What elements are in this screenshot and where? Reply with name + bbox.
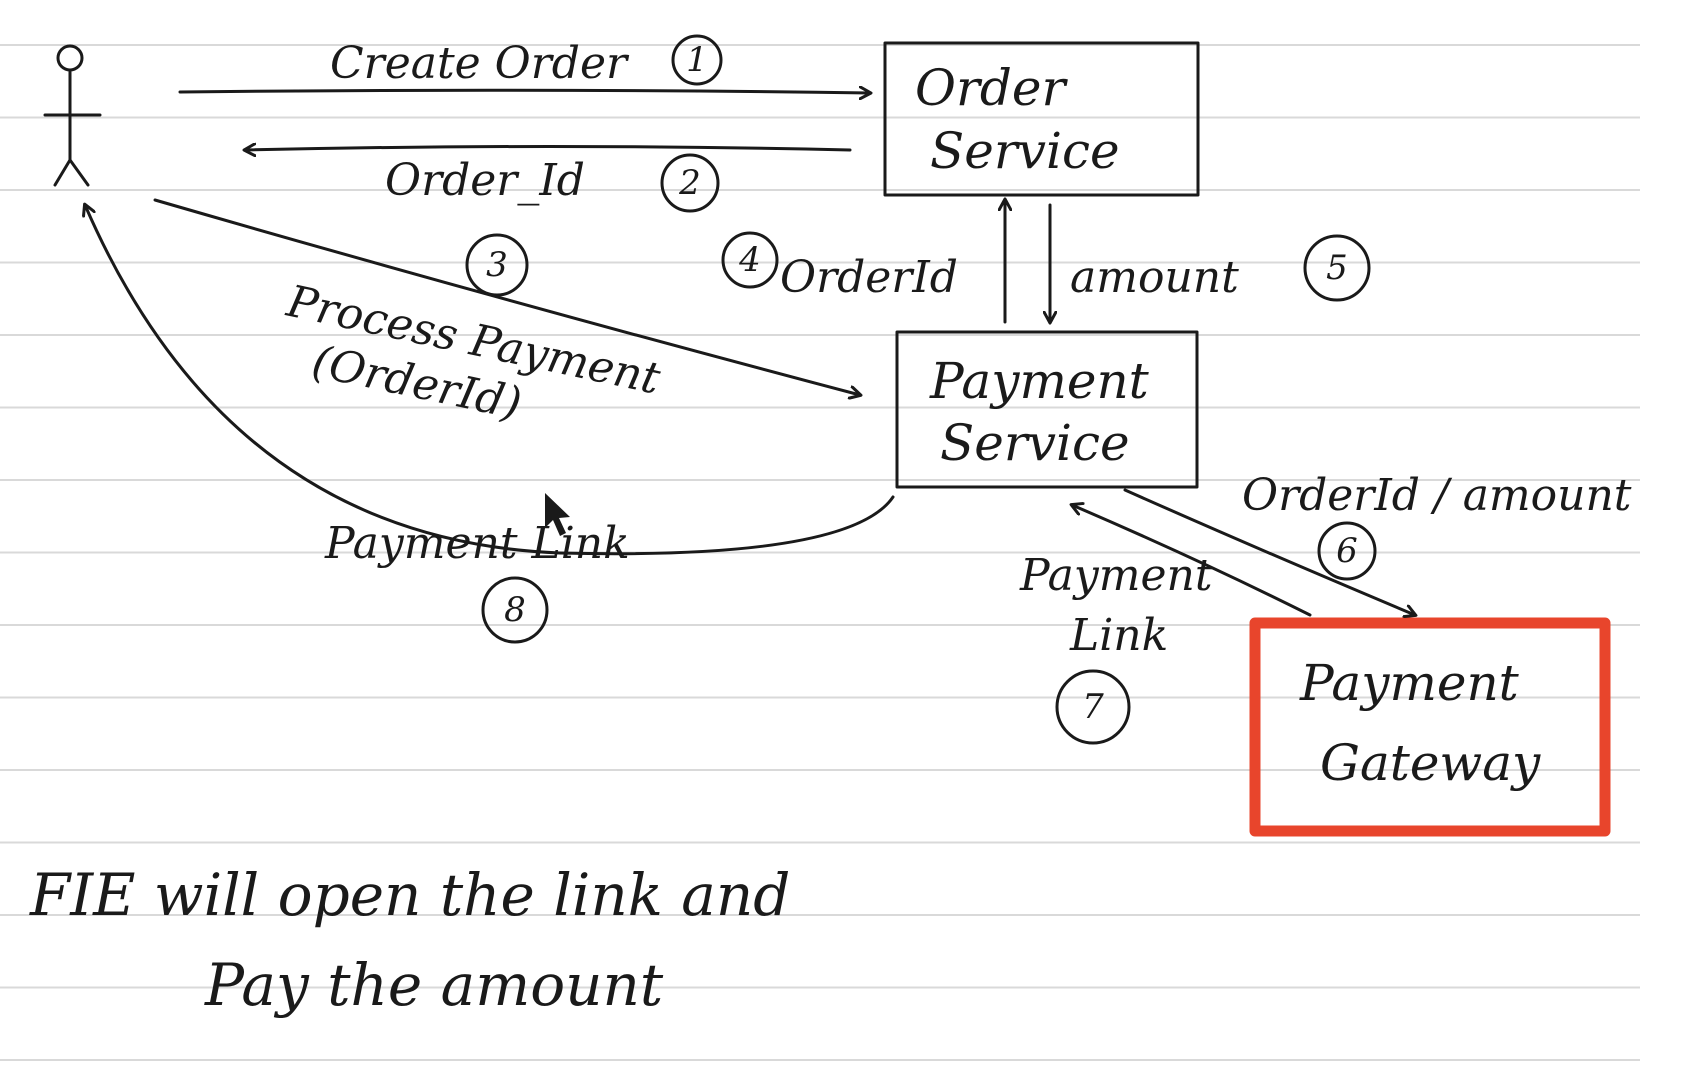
payment-service-line1: Payment [929, 352, 1150, 410]
payment-service-box: Payment Service [895, 330, 1199, 489]
flow-amount: amount 5 [1050, 203, 1371, 322]
flow-label: Payment Link [324, 518, 630, 569]
payment-gateway-line2: Gateway [1320, 734, 1541, 792]
step-number: 2 [678, 163, 701, 203]
flow-label: OrderId [780, 252, 958, 303]
flow-label: OrderId / amount [1242, 470, 1632, 521]
flow-label: Payment [1019, 550, 1213, 601]
flow-payment-link-to-actor: Payment Link 8 [85, 205, 895, 644]
flow-label: Order_Id [385, 155, 585, 206]
flow-create-order: Create Order 1 [178, 34, 870, 93]
handwritten-note: FIE will open the link and Pay the amoun… [29, 861, 790, 1019]
flow-sublabel: Link [1069, 610, 1168, 661]
ruled-lines [0, 44, 1640, 1061]
flow-label: amount [1070, 252, 1239, 303]
flow-label: Create Order [330, 38, 630, 89]
payment-service-line2: Service [940, 414, 1130, 472]
step-number: 4 [738, 240, 761, 280]
order-service-line1: Order [915, 59, 1068, 117]
stick-figure-icon [43, 44, 102, 187]
payment-gateway-line1: Payment [1299, 654, 1520, 712]
step-number: 1 [686, 40, 708, 80]
payment-gateway-box: Payment Gateway [1249, 617, 1611, 837]
order-service-line2: Service [930, 122, 1120, 180]
note-line1: FIE will open the link and [29, 861, 790, 929]
step-number: 6 [1336, 531, 1358, 571]
order-service-box: Order Service [883, 41, 1200, 197]
step-number: 3 [486, 245, 508, 285]
step-number: 7 [1082, 687, 1104, 727]
cursor-icon [545, 493, 570, 536]
flow-order-id-to-order-service: 4 OrderId [721, 200, 1005, 324]
flow-payment-link-to-service: Payment Link 7 [1019, 505, 1312, 745]
flow-order-id: Order_Id 2 [245, 147, 852, 213]
flow-order-id-amount: OrderId / amount 6 [1123, 470, 1632, 615]
step-number: 8 [504, 590, 526, 630]
step-number: 5 [1326, 248, 1348, 288]
note-line2: Pay the amount [204, 951, 664, 1019]
